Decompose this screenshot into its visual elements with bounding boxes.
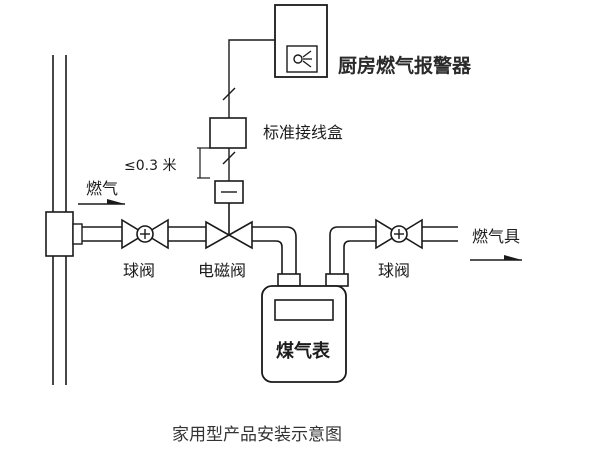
distance-note-label: ≤0.3 米: [124, 158, 176, 174]
ball-valve-right-label: 球阀: [378, 261, 410, 280]
solenoid-valve-label: 电磁阀: [198, 261, 246, 280]
pipe-from-meter-outlet: [329, 226, 458, 274]
alarm-siren-icon: [293, 50, 312, 68]
junction-box: [209, 117, 247, 149]
ball-valve-left: [121, 218, 169, 250]
ball-valve-right: [375, 218, 423, 250]
signal-cable: [222, 39, 275, 181]
ball-valve-left-label: 球阀: [123, 261, 155, 280]
kitchen-alarm-label: 厨房燃气报警器: [338, 54, 472, 77]
pipe-to-meter-inlet: [252, 226, 297, 274]
distance-bracket: [197, 147, 210, 179]
gas-appliance-label: 燃气具: [472, 227, 520, 246]
solenoid-valve: [205, 203, 253, 250]
diagram-caption: 家用型产品安装示意图: [172, 425, 342, 445]
gas-flow-arrow-left: [78, 199, 125, 205]
main-horizontal-pipe: [82, 226, 206, 242]
riser-tee-joint: [45, 211, 83, 257]
junction-box-label: 标准接线盒: [263, 123, 343, 142]
gas-meter-label: 煤气表: [276, 340, 331, 362]
gas-in-label: 燃气: [86, 179, 118, 198]
gas-meter: [261, 285, 347, 383]
meter-connectors: [277, 273, 349, 287]
kitchen-gas-alarm: [274, 4, 328, 78]
gas-flow-arrow-right: [470, 255, 522, 261]
solenoid-actuator-box: [214, 180, 244, 204]
